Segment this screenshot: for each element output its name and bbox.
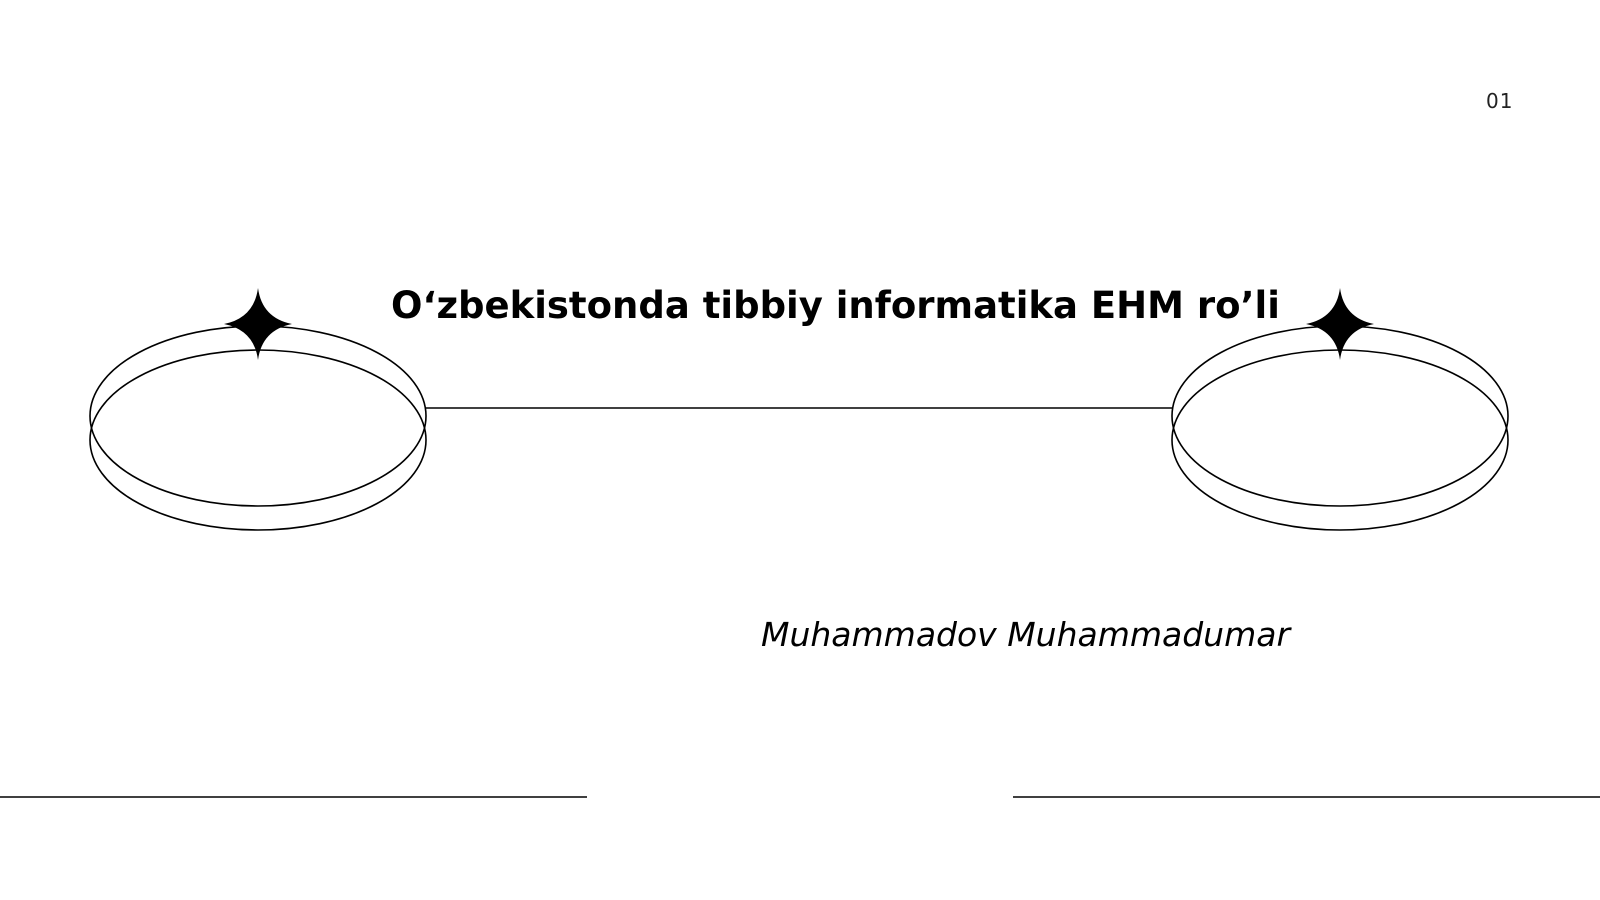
author-name: Muhammadov Muhammadumar xyxy=(761,615,1291,654)
page-number: 01 xyxy=(1486,89,1514,113)
right-star-icon xyxy=(1306,288,1374,360)
slide-title: O‘zbekistonda tibbiy informatika EHM ro’… xyxy=(391,284,1280,327)
left-star-icon xyxy=(224,288,292,360)
